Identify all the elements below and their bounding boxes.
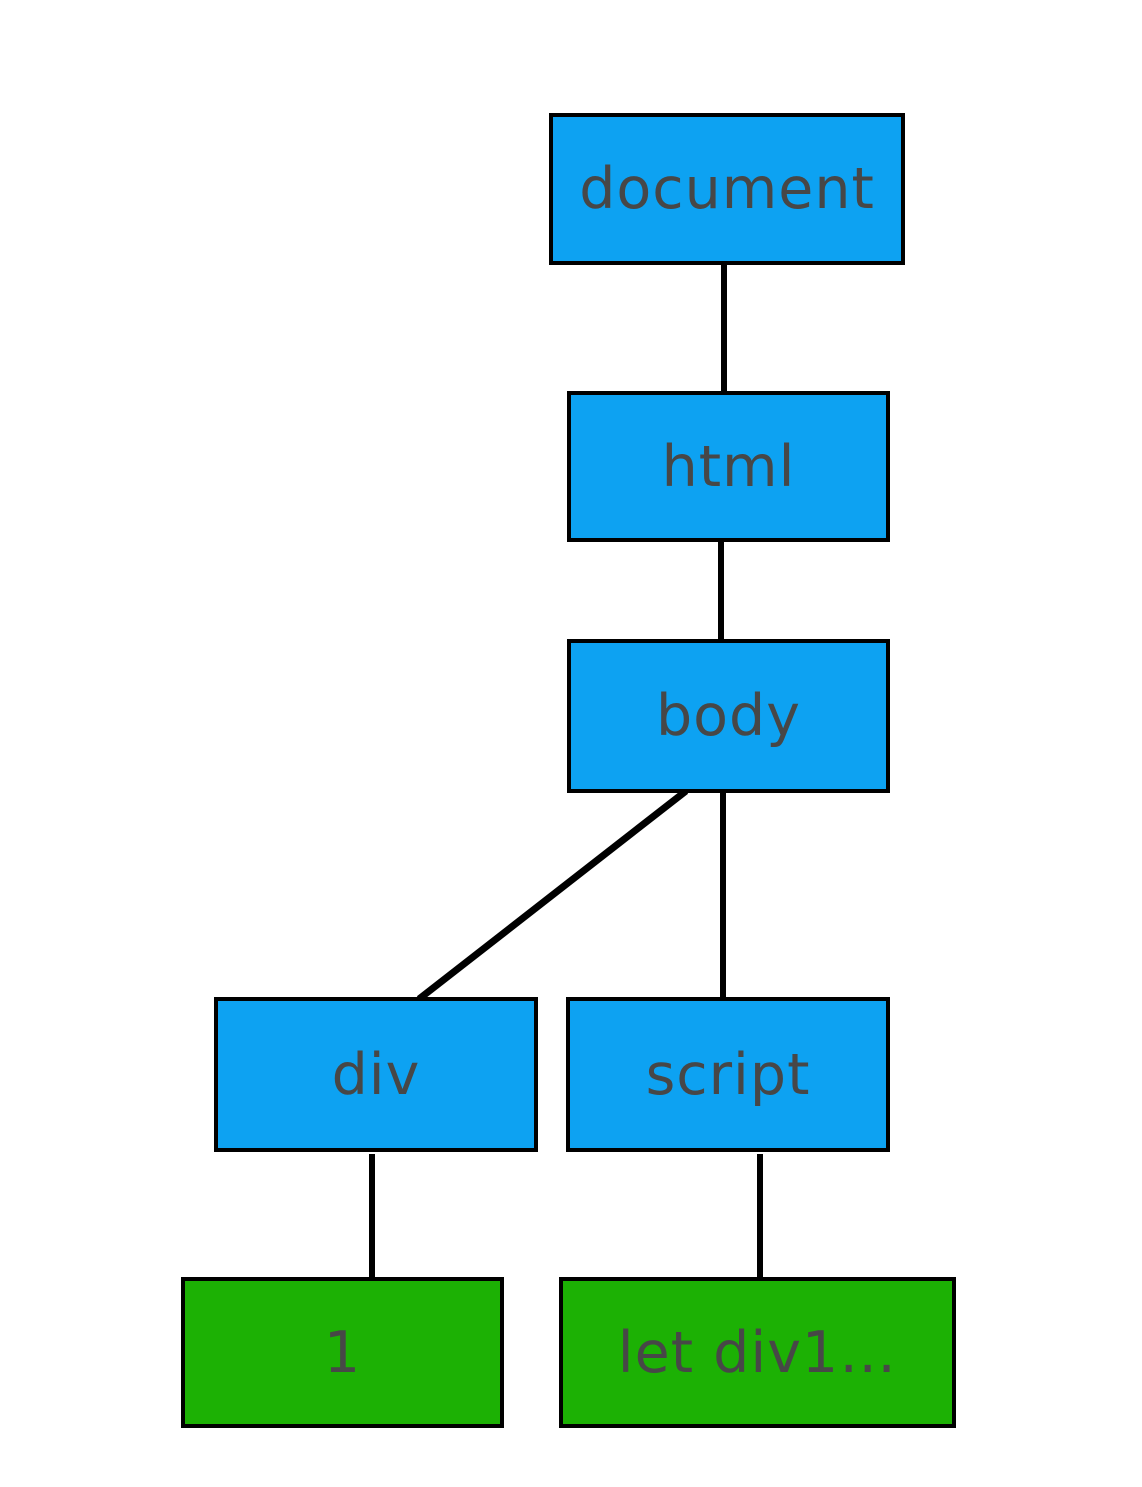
node-script: script xyxy=(566,997,890,1152)
node-div-text-content: 1 xyxy=(181,1277,504,1428)
node-body-label: body xyxy=(656,683,801,749)
edge-body-div xyxy=(416,788,689,1002)
node-document: document xyxy=(549,113,905,265)
node-html: html xyxy=(567,391,890,542)
node-script-label: script xyxy=(645,1041,811,1108)
node-div: div xyxy=(214,997,538,1152)
node-script-text-label: let div1… xyxy=(617,1319,898,1386)
node-html-label: html xyxy=(661,433,796,500)
node-script-text-content: let div1… xyxy=(559,1277,956,1428)
node-div-text-label: 1 xyxy=(323,1319,362,1386)
node-document-label: document xyxy=(579,156,875,222)
node-body: body xyxy=(567,639,890,793)
node-div-label: div xyxy=(331,1041,421,1108)
